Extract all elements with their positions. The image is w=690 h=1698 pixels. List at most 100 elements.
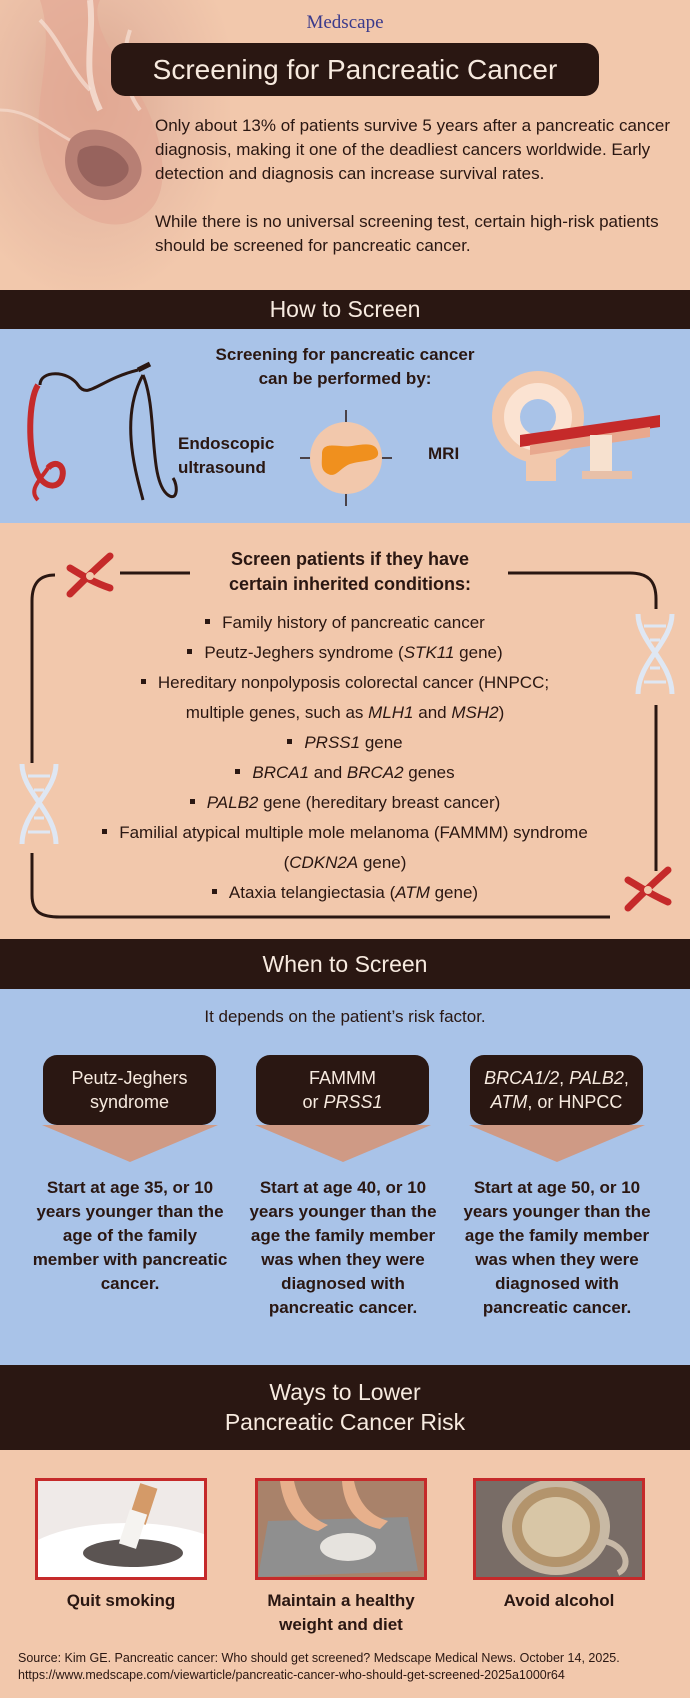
risk-label-line-2: ATM, or HNPCC	[484, 1090, 629, 1114]
healthy-weight-photo	[255, 1478, 427, 1580]
pancreas-crosshair-icon	[300, 410, 392, 506]
bullet-marker	[211, 889, 217, 895]
gene-name: PALB2	[569, 1068, 624, 1088]
inherited-conditions-list: Family history of pancreatic cancer Peut…	[70, 608, 620, 908]
beer-mug-icon	[476, 1481, 642, 1577]
condition-item: PALB2 gene (hereditary breast cancer)	[70, 788, 620, 818]
method-endoscopic-ultrasound: Endoscopic ultrasound	[178, 432, 288, 480]
gene-name: MSH2	[451, 703, 499, 722]
condition-item: Family history of pancreatic cancer	[70, 608, 620, 638]
gene-name: ATM	[490, 1092, 528, 1112]
condition-text: Family history of pancreatic cancer	[222, 613, 485, 632]
method-1-line-2: ultrasound	[178, 458, 266, 477]
method-1-line-1: Endoscopic	[178, 434, 275, 453]
condition-item: Peutz-Jeghers syndrome (STK11 gene)	[70, 638, 620, 668]
dna-icon-left	[19, 763, 59, 845]
gene-name: ATM	[395, 883, 430, 902]
condition-item: Ataxia telangiectasia (ATM gene)	[70, 878, 620, 908]
source-url[interactable]: https://www.medscape.com/viewarticle/pan…	[18, 1668, 565, 1682]
condition-text: and	[309, 763, 347, 782]
risk-label-text: or	[302, 1092, 324, 1112]
how-subtitle-line-2: can be performed by:	[258, 369, 432, 388]
mri-machine-icon	[492, 371, 660, 481]
bullet-marker	[187, 649, 193, 655]
condition-text: gene)	[358, 853, 407, 872]
condition-item-continuation: multiple genes, such as MLH1 and MSH2)	[70, 698, 620, 728]
when-to-screen-heading: When to Screen	[0, 939, 690, 989]
condition-text: gene	[360, 733, 403, 752]
how-to-screen-heading: How to Screen	[0, 290, 690, 329]
gene-name: PALB2	[206, 793, 259, 812]
how-subtitle-line-1: Screening for pancreatic cancer	[215, 345, 475, 364]
how-subtitle: Screening for pancreatic cancer can be p…	[170, 343, 520, 391]
source-citation: Source: Kim GE. Pancreatic cancer: Who s…	[18, 1650, 678, 1684]
condition-text: gene)	[454, 643, 503, 662]
risk-group-peutz-jeghers: Peutz-Jeghers syndrome	[43, 1055, 216, 1125]
risk-label-line-1: FAMMM	[308, 1068, 376, 1088]
bullet-marker	[287, 739, 293, 745]
risk-label-text: , or HNPCC	[527, 1092, 623, 1112]
gene-name: PRSS1	[304, 733, 361, 752]
scale-icon	[258, 1481, 424, 1577]
gene-name: CDKN2A	[289, 853, 359, 872]
when-to-screen-section	[0, 989, 690, 1365]
condition-text: )	[498, 703, 505, 722]
down-arrow-icon	[255, 1125, 431, 1162]
lower-caption-2-line-1: Maintain a healthy	[267, 1591, 415, 1610]
condition-text: (	[283, 853, 290, 872]
condition-text: gene)	[429, 883, 479, 902]
risk-group-fammm: FAMMM or PRSS1	[256, 1055, 429, 1125]
bullet-marker	[102, 829, 108, 835]
condition-text: Ataxia telangiectasia (	[228, 883, 396, 902]
gene-name: PRSS1	[323, 1092, 383, 1112]
chromosome-icon-bottom-right	[624, 866, 672, 912]
risk-label-line-2: or PRSS1	[302, 1090, 382, 1114]
condition-text: Peutz-Jeghers syndrome (	[204, 643, 404, 662]
risk-group-brca: BRCA1/2, PALB2, ATM, or HNPCC	[470, 1055, 643, 1125]
avoid-alcohol-photo	[473, 1478, 645, 1580]
condition-item: Hereditary nonpolyposis colorectal cance…	[70, 668, 620, 698]
bullet-marker	[235, 769, 241, 775]
bullet-marker	[140, 679, 146, 685]
down-arrow-icon	[42, 1125, 218, 1162]
intro-paragraph-1: Only about 13% of patients survive 5 yea…	[155, 116, 670, 183]
dna-icon-right	[635, 613, 675, 695]
risk-description: Start at age 35, or 10 years younger tha…	[32, 1178, 228, 1293]
condition-item: PRSS1 gene	[70, 728, 620, 758]
source-line-1: Source: Kim GE. Pancreatic cancer: Who s…	[18, 1651, 620, 1665]
chromosome-icon-top-left	[66, 552, 114, 598]
gene-name: STK11	[403, 643, 455, 662]
lower-caption-3: Avoid alcohol	[503, 1591, 615, 1610]
intro-paragraph-2: While there is no universal screening te…	[155, 212, 659, 255]
page-title: Screening for Pancreatic Cancer	[111, 43, 599, 96]
condition-text: multiple genes, such as	[185, 703, 369, 722]
down-arrow-icon	[469, 1125, 645, 1162]
gene-name: BRCA1	[252, 763, 310, 782]
risk-label-line-2: syndrome	[89, 1092, 170, 1112]
lower-heading-line-2: Pancreatic Cancer Risk	[224, 1409, 466, 1435]
lower-caption-1: Quit smoking	[66, 1591, 176, 1610]
risk-label-line-1: BRCA1/2, PALB2,	[484, 1066, 629, 1090]
ways-to-lower-heading: Ways to Lower Pancreatic Cancer Risk	[0, 1365, 690, 1450]
risk-description: Start at age 40, or 10 years younger tha…	[249, 1178, 437, 1317]
intro-text: Only about 13% of patients survive 5 yea…	[155, 114, 680, 282]
condition-text: gene (hereditary breast cancer)	[258, 793, 501, 812]
lower-caption-2: Maintain a healthy weight and diet	[241, 1589, 441, 1637]
inherited-heading-line-2: certain inherited conditions:	[228, 574, 472, 594]
lower-heading-line-1: Ways to Lower	[269, 1379, 421, 1405]
condition-text: and	[413, 703, 452, 722]
medscape-logo: Medscape	[306, 12, 384, 33]
condition-text: Familial atypical multiple mole melanoma…	[119, 823, 588, 842]
ashtray-icon	[38, 1481, 204, 1577]
risk-label-line-1: Peutz-Jeghers	[71, 1068, 188, 1088]
when-subtitle: It depends on the patient’s risk factor.	[204, 1007, 486, 1026]
gene-name: BRCA2	[346, 763, 404, 782]
condition-text: genes	[403, 763, 455, 782]
inherited-frame	[30, 571, 658, 919]
lower-caption-2-line-2: weight and diet	[279, 1615, 403, 1634]
method-mri: MRI	[428, 444, 460, 463]
quit-smoking-photo	[35, 1478, 207, 1580]
bullet-marker	[205, 619, 211, 625]
endoscope-icon	[27, 361, 178, 502]
